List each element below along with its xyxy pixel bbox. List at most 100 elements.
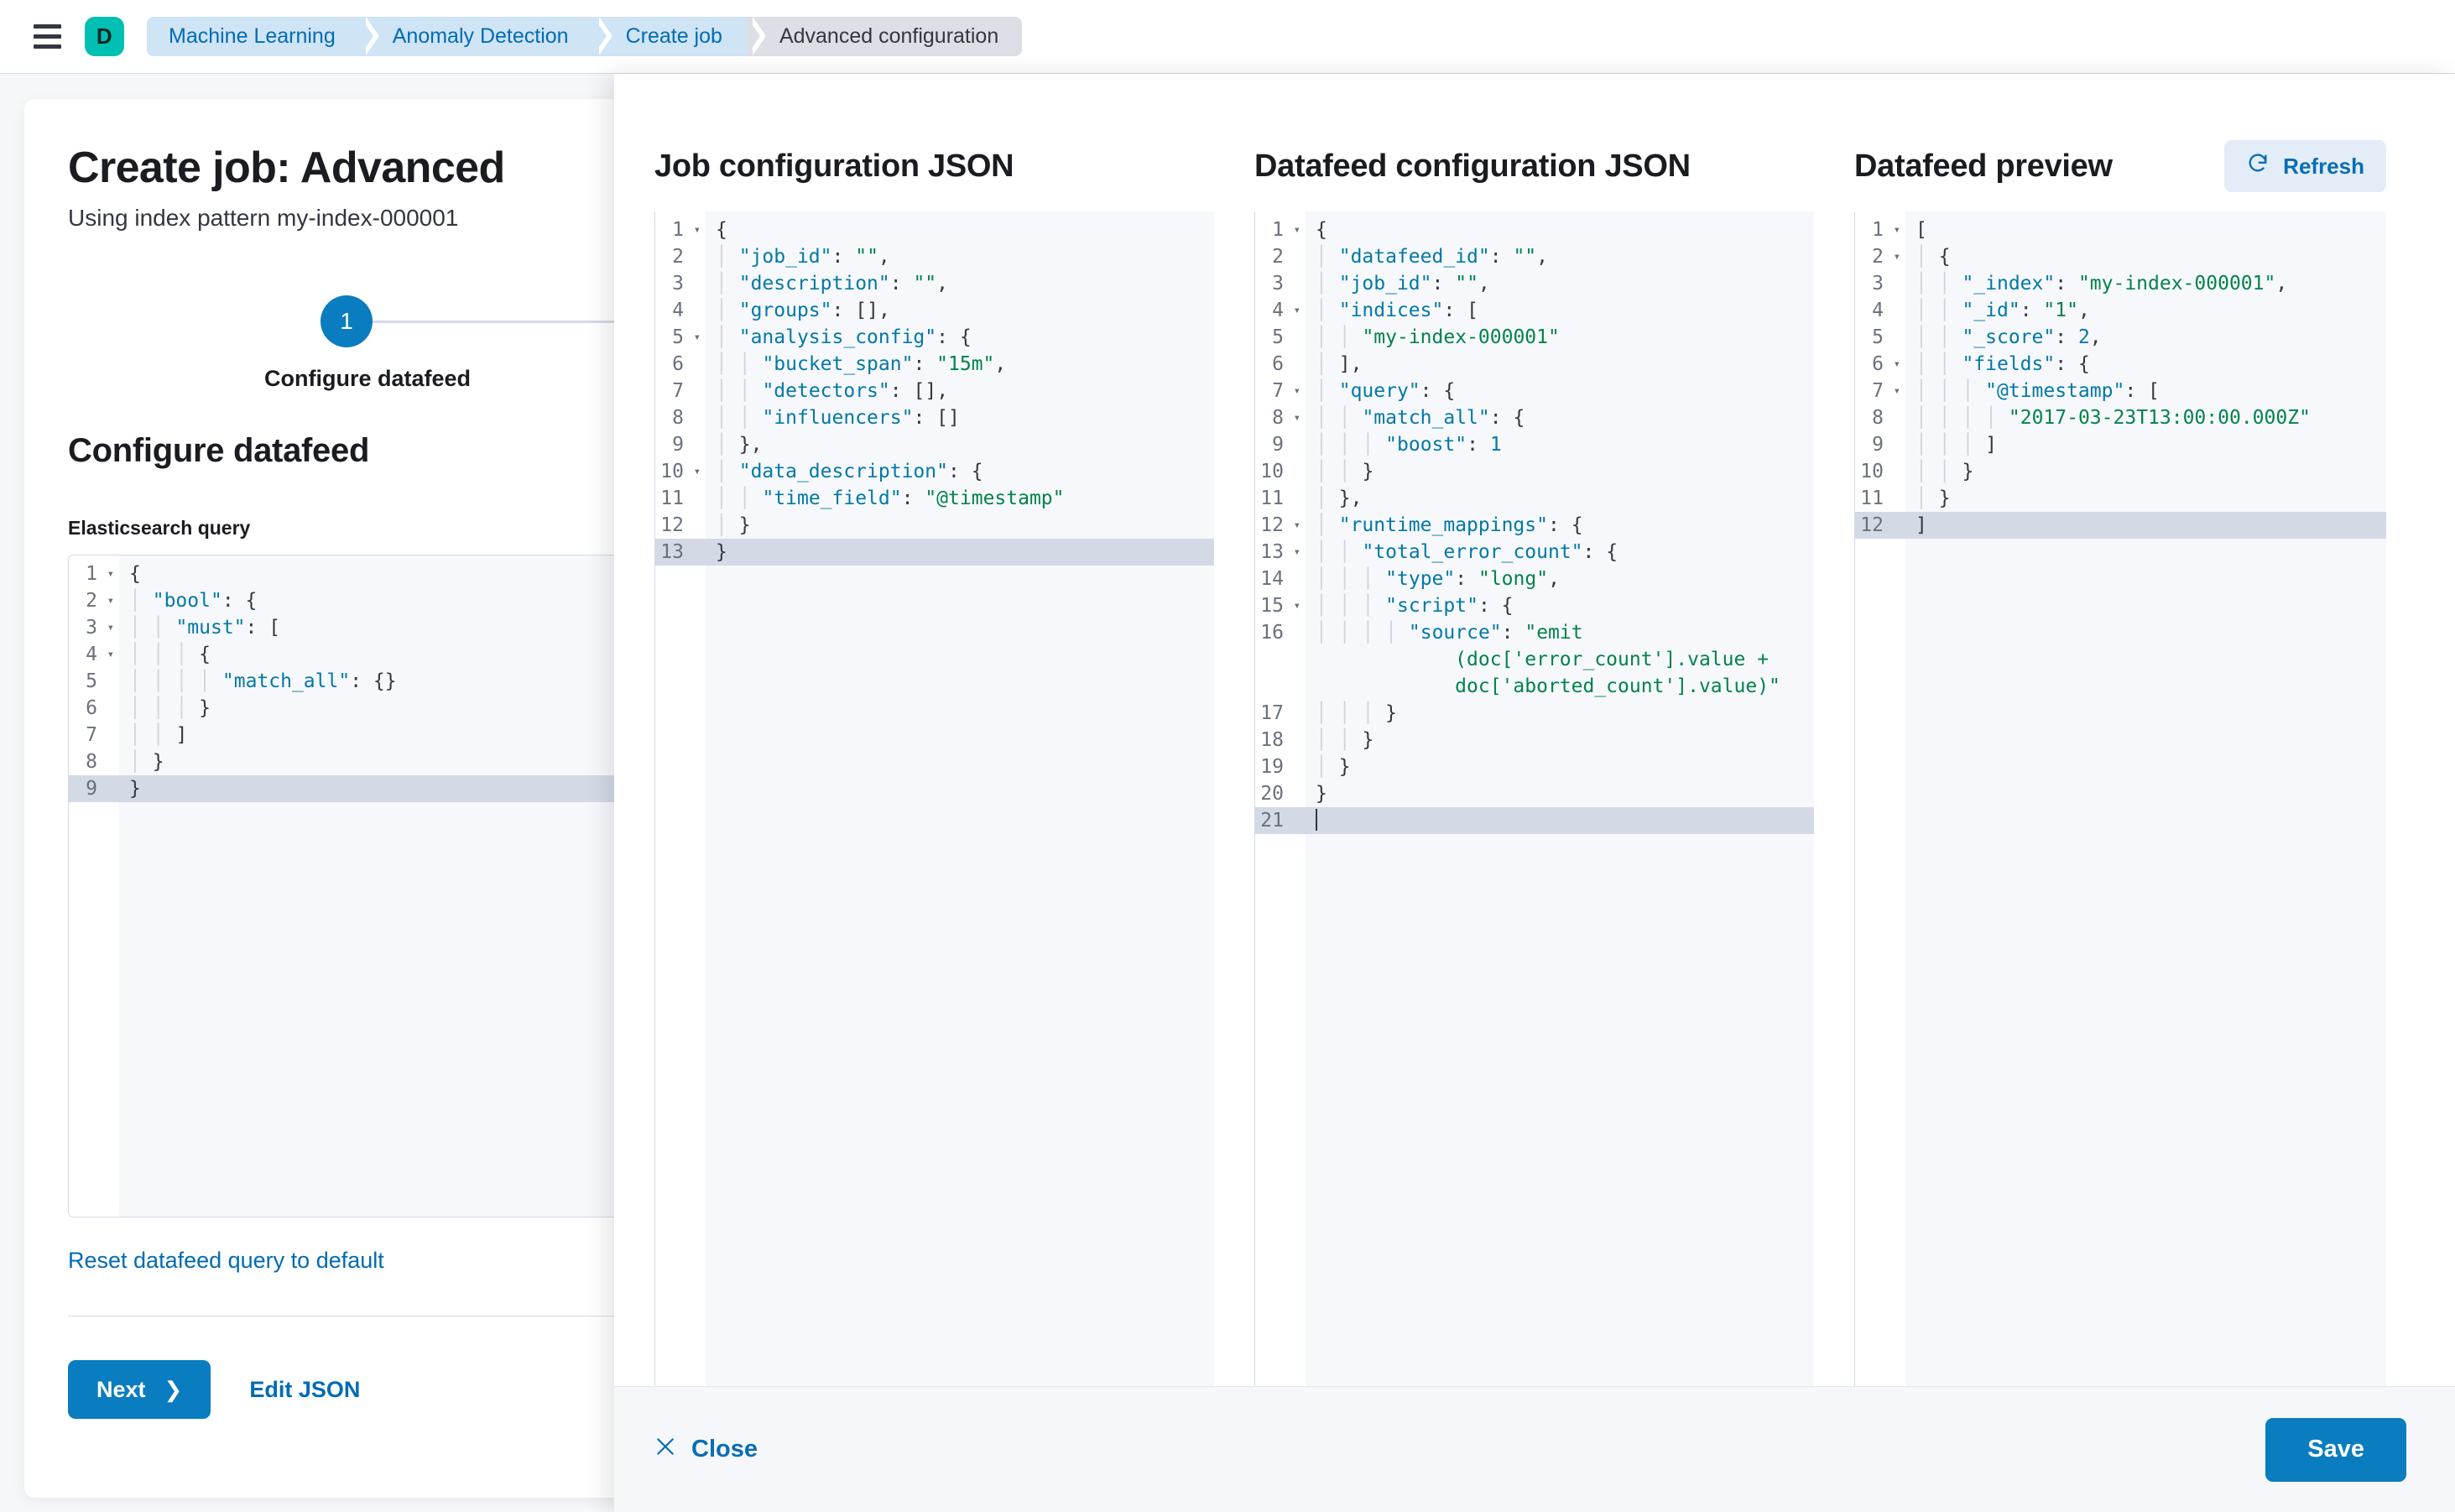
editor-line[interactable]: │ │ │ ] [1916, 434, 1998, 456]
app-logo-badge[interactable]: D [85, 17, 124, 56]
editor-line[interactable]: │ ], [1316, 353, 1363, 375]
editor-line-number: 12 [660, 514, 684, 536]
editor-line[interactable]: │ } [129, 751, 164, 773]
editor-line[interactable]: │ }, [1316, 487, 1363, 509]
editor-line-number: 15▾ [1260, 595, 1300, 617]
editor-line[interactable]: │ "job_id": "", [716, 246, 890, 268]
editor-line[interactable]: │ │ } [1916, 461, 1974, 482]
editor-line[interactable]: │ "indices": [ [1316, 300, 1478, 321]
editor-line[interactable]: { [716, 219, 727, 241]
editor-line[interactable]: │ │ "time_field": "@timestamp" [716, 487, 1065, 509]
editor-line[interactable]: │ "analysis_config": { [716, 326, 972, 348]
editor-line[interactable]: { [1316, 219, 1327, 241]
editor-line-number: 3▾ [86, 617, 114, 639]
editor-code[interactable]: { │ "datafeed_id": "", │ "job_id": "", │ "i… [1306, 211, 1814, 1386]
editor-line[interactable]: │ │ │ "type": "long", [1316, 568, 1560, 590]
editor-line[interactable]: │ │ │ } [1316, 702, 1398, 724]
editor-line[interactable]: │ "data_description": { [716, 461, 983, 482]
editor-line[interactable]: │ │ │ │ "source": "emit (doc['error_coun… [1316, 622, 1780, 697]
editor-line-number: 9 [672, 434, 684, 456]
editor-line[interactable]: │ │ "_index": "my-index-000001", [1916, 273, 2288, 295]
hamburger-icon[interactable] [29, 18, 65, 55]
wizard-actions: Next ❯ Edit JSON [68, 1360, 922, 1419]
editor-line-number: 8 [1872, 407, 1884, 429]
editor-line[interactable]: │ │ │ "boost": 1 [1316, 434, 1502, 456]
editor-line[interactable]: │ "job_id": "", [1316, 273, 1490, 295]
editor-line[interactable]: │ "bool": { [129, 590, 258, 612]
editor-line[interactable]: [ [1916, 219, 1927, 241]
edit-json-link[interactable]: Edit JSON [249, 1376, 361, 1402]
top-chrome-bar: D Machine Learning Anomaly Detection Cre… [0, 0, 2455, 74]
editor-line-number: 6 [1272, 353, 1284, 375]
editor-line[interactable]: │ }, [716, 434, 763, 456]
editor-line-number: 2▾ [86, 590, 114, 612]
editor-line[interactable]: │ "description": "", [716, 273, 949, 295]
save-button[interactable]: Save [2265, 1417, 2406, 1482]
editor-line[interactable]: │ │ "fields": { [1916, 353, 2090, 375]
editor-line[interactable]: │ │ "my-index-000001" [1316, 326, 1560, 348]
page-body: Create job: Advanced Using index pattern… [0, 74, 2455, 1512]
breadcrumb-item-advanced-configuration[interactable]: Advanced configuration [747, 17, 1023, 56]
editor-line[interactable]: } [1316, 783, 1327, 805]
refresh-button[interactable]: Refresh [2224, 140, 2386, 192]
editor-line[interactable]: ] [1905, 512, 2386, 539]
stepper-step-1[interactable]: 1 [321, 295, 373, 347]
editor-line[interactable]: │ │ "must": [ [129, 617, 281, 639]
editor-line[interactable]: │ { [1916, 246, 1951, 268]
editor-line[interactable]: │ } [716, 514, 751, 536]
editor-line-number: 11 [660, 487, 684, 509]
editor-line[interactable]: │ │ │ │ "2017-03-23T13:00:00.000Z" [1916, 407, 2311, 429]
next-button[interactable]: Next ❯ [68, 1360, 211, 1419]
editor-line[interactable]: │ │ │ │ "match_all": {} [129, 670, 397, 692]
editor-line[interactable]: │ │ │ "@timestamp": [ [1916, 380, 2160, 402]
editor-line[interactable] [1306, 807, 1814, 834]
editor-line-number: 21 [1255, 807, 1306, 834]
editor-line[interactable]: │ │ "_id": "1", [1916, 300, 2090, 321]
editor-line-number: 5 [1872, 326, 1884, 348]
editor-line[interactable]: │ "query": { [1316, 380, 1456, 402]
breadcrumb-item-anomaly-detection[interactable]: Anomaly Detection [360, 17, 612, 56]
editor-line-number: 4▾ [86, 644, 114, 665]
editor-line[interactable]: │ "datafeed_id": "", [1316, 246, 1549, 268]
editor-line-number: 9 [1872, 434, 1884, 456]
editor-line[interactable]: │ │ "total_error_count": { [1316, 541, 1618, 563]
editor-line-number: 14 [1260, 568, 1284, 590]
section-title: Configure datafeed [68, 432, 370, 469]
stepper-step-number: 1 [340, 308, 353, 334]
editor-line[interactable]: │ │ │ "script": { [1316, 595, 1514, 617]
editor-code[interactable]: [ │ { │ │ "_index": "my-index-000001", │ │ … [1905, 211, 2386, 1386]
close-button[interactable]: Close [654, 1436, 758, 1464]
breadcrumb-item-create-job[interactable]: Create job [593, 17, 767, 56]
editor-line[interactable]: │ │ ] [129, 724, 188, 746]
editor-line[interactable]: │ │ "detectors": [], [716, 380, 949, 402]
editor-line[interactable]: │ "runtime_mappings": { [1316, 514, 1583, 536]
breadcrumb-item-machine-learning[interactable]: Machine Learning [147, 17, 379, 56]
editor-code[interactable]: { │ "job_id": "", │ "description": "", │ "g… [706, 211, 1214, 1386]
editor-line[interactable]: │ │ │ } [129, 697, 211, 719]
editor-line[interactable]: │ │ "bucket_span": "15m", [716, 353, 1007, 375]
editor-line[interactable]: │ │ } [1316, 729, 1374, 751]
editor-line[interactable]: │ } [1316, 756, 1351, 778]
editor-line-number: 4▾ [1272, 300, 1300, 321]
editor-line[interactable]: │ } [1916, 487, 1951, 509]
editor-line[interactable]: │ │ "influencers": [] [716, 407, 960, 429]
editor-line[interactable]: │ │ "_score": 2, [1916, 326, 2102, 348]
reset-datafeed-query-link[interactable]: Reset datafeed query to default [68, 1248, 384, 1273]
editor-line[interactable]: │ │ "match_all": { [1316, 407, 1525, 429]
editor-line[interactable]: } [706, 539, 1214, 566]
editor-line[interactable]: │ │ │ { [129, 644, 211, 665]
editor-line[interactable]: { [129, 563, 141, 585]
editor-line[interactable]: │ │ } [1316, 461, 1374, 482]
editor-line[interactable]: │ "groups": [], [716, 300, 890, 321]
